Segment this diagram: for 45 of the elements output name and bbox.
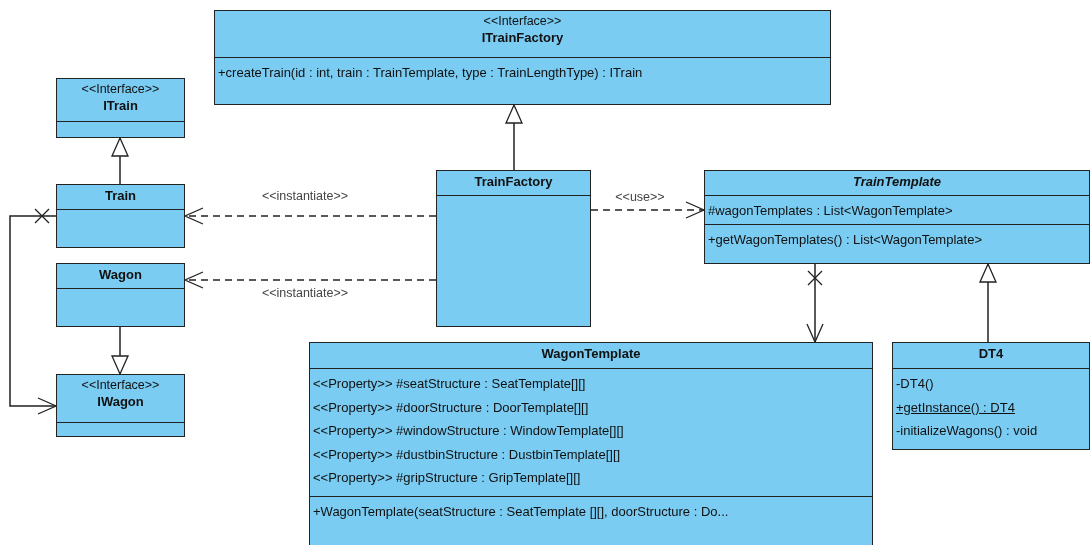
dependency-arrow (9, 208, 57, 415)
class-name: WagonTemplate (541, 345, 641, 362)
class-box (309, 342, 873, 545)
stereotype-label: <<Interface>> (81, 377, 160, 393)
class-box (56, 374, 185, 437)
attribute-text: <<Property>> #dustbinStructure : DustbinTemplate[][] (313, 445, 621, 464)
dependency-arrow (184, 271, 437, 289)
stereotype-label: <<Interface>> (483, 13, 562, 29)
class-box (704, 170, 1090, 264)
edge-label: <<instantiate>> (259, 189, 351, 203)
operation-text: +WagonTemplate(seatStructure : SeatTemplate [][], doorStructure : Do... (313, 503, 729, 521)
operation-text: +createTrain(id : int, train : TrainTemplate, type : TrainLengthType) : ITrain (218, 64, 643, 82)
class-box (214, 10, 831, 105)
dependency-arrow (590, 201, 705, 219)
attribute-text: <<Property>> #gripStructure : GripTemplate[][] (313, 469, 581, 487)
class-name: ITrain (103, 97, 138, 114)
operation-text: +getWagonTemplates() : List<WagonTemplate> (708, 231, 982, 249)
class-name: Train (104, 187, 137, 204)
dependency-arrow (806, 263, 824, 343)
edge-label: <<use>> (613, 190, 667, 204)
generalization-arrow (979, 263, 997, 343)
generalization-arrow (111, 326, 129, 375)
attribute-text: #wagonTemplates : List<WagonTemplate> (708, 202, 953, 220)
class-name: TrainFactory (474, 173, 553, 190)
class-box (892, 342, 1090, 450)
operation-text: -DT4() (896, 375, 934, 393)
attribute-text: <<Property>> #doorStructure : DoorTemplate[][] (313, 398, 589, 417)
generalization-arrow (111, 137, 129, 185)
class-box (56, 78, 185, 138)
class-box (56, 263, 185, 327)
class-box (56, 184, 185, 248)
attribute-text: <<Property>> #windowStructure : WindowTemplate[][] (313, 422, 624, 440)
class-name: TrainTemplate (852, 173, 942, 190)
class-name: ITrainFactory (481, 29, 564, 46)
class-box (436, 170, 591, 327)
class-name: Wagon (99, 266, 142, 283)
stereotype-label: <<Interface>> (81, 81, 160, 97)
generalization-arrow (505, 104, 523, 171)
edge-label: <<instantiate>> (259, 286, 351, 300)
operation-text: -initializeWagons() : void (896, 422, 1038, 440)
class-name: IWagon (97, 393, 144, 410)
operation-text: +getInstance() : DT4 (896, 398, 1015, 417)
class-name: DT4 (978, 345, 1004, 362)
attribute-text: <<Property>> #seatStructure : SeatTemplate[][] (313, 375, 586, 393)
dependency-arrow (184, 207, 437, 225)
